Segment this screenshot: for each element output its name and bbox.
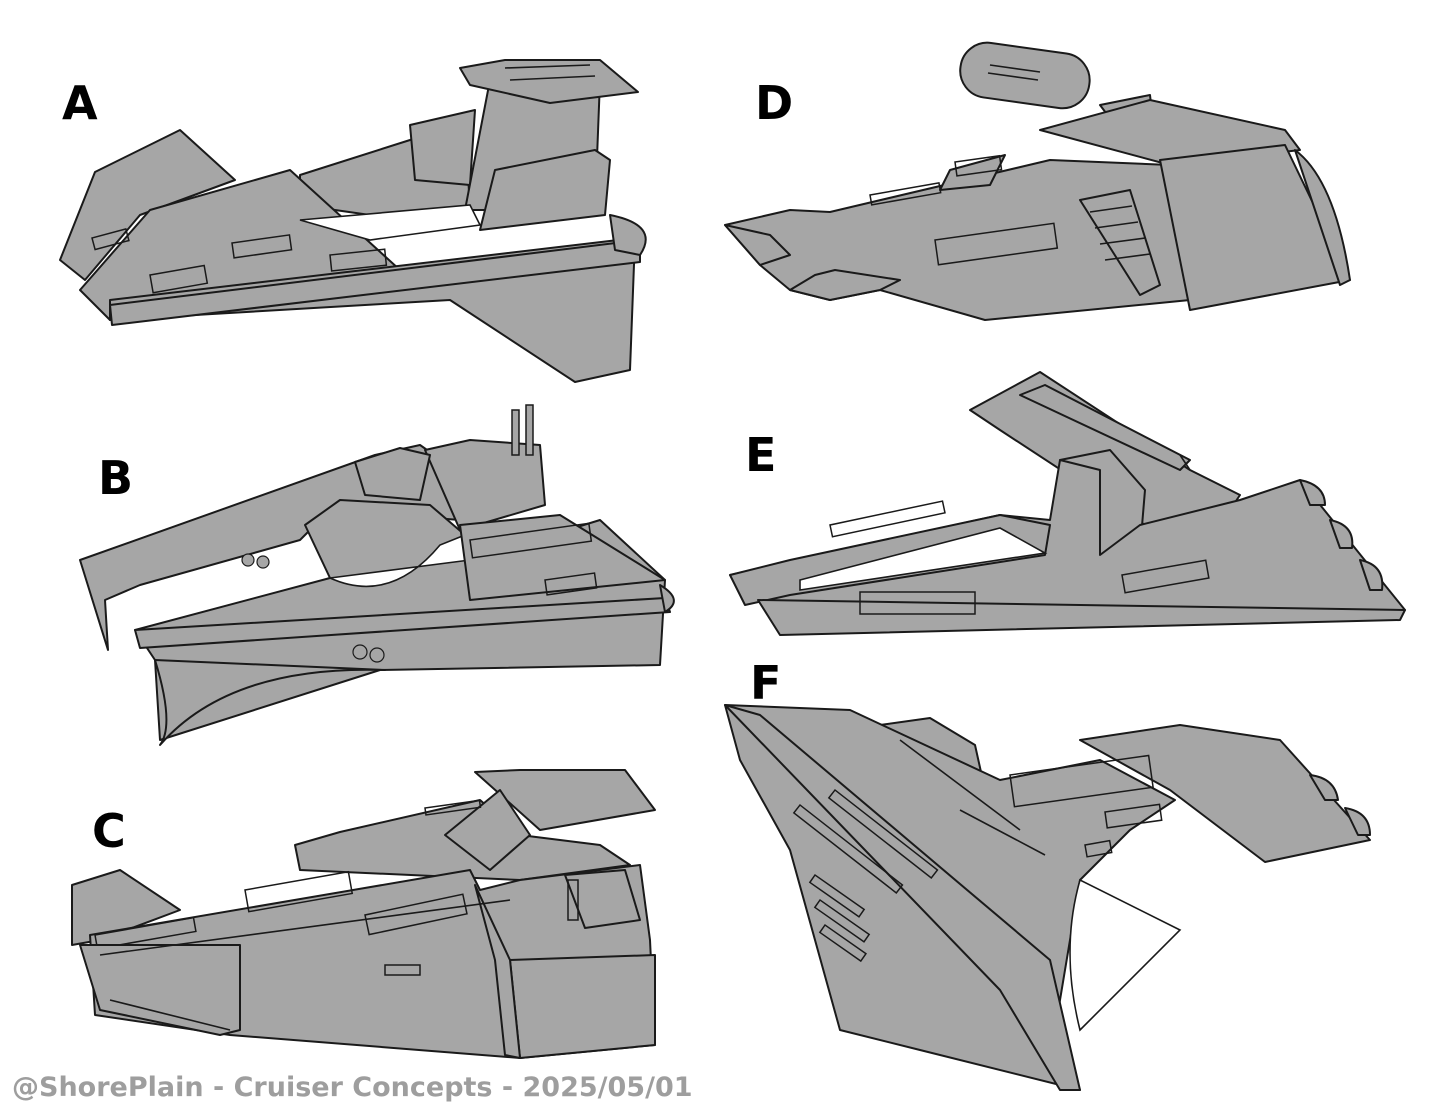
concept-label-f: F [750, 656, 782, 710]
concept-label-b: B [98, 451, 134, 505]
concept-label-c: C [92, 804, 126, 858]
cruiser-sketch-a [59, 59, 647, 383]
cruiser-sketch-f [724, 704, 1371, 1091]
concept-label-e: E [745, 428, 777, 482]
cruiser-sketch-e [729, 371, 1406, 636]
cruiser-sketch-c [71, 769, 656, 1059]
cruiser-sketch-b [79, 404, 675, 746]
credit-caption: @ShorePlain - Cruiser Concepts - 2025/05… [12, 1072, 693, 1103]
cruiser-sketch-d [724, 41, 1351, 321]
concept-label-d: D [755, 76, 794, 130]
concept-label-a: A [62, 76, 98, 130]
